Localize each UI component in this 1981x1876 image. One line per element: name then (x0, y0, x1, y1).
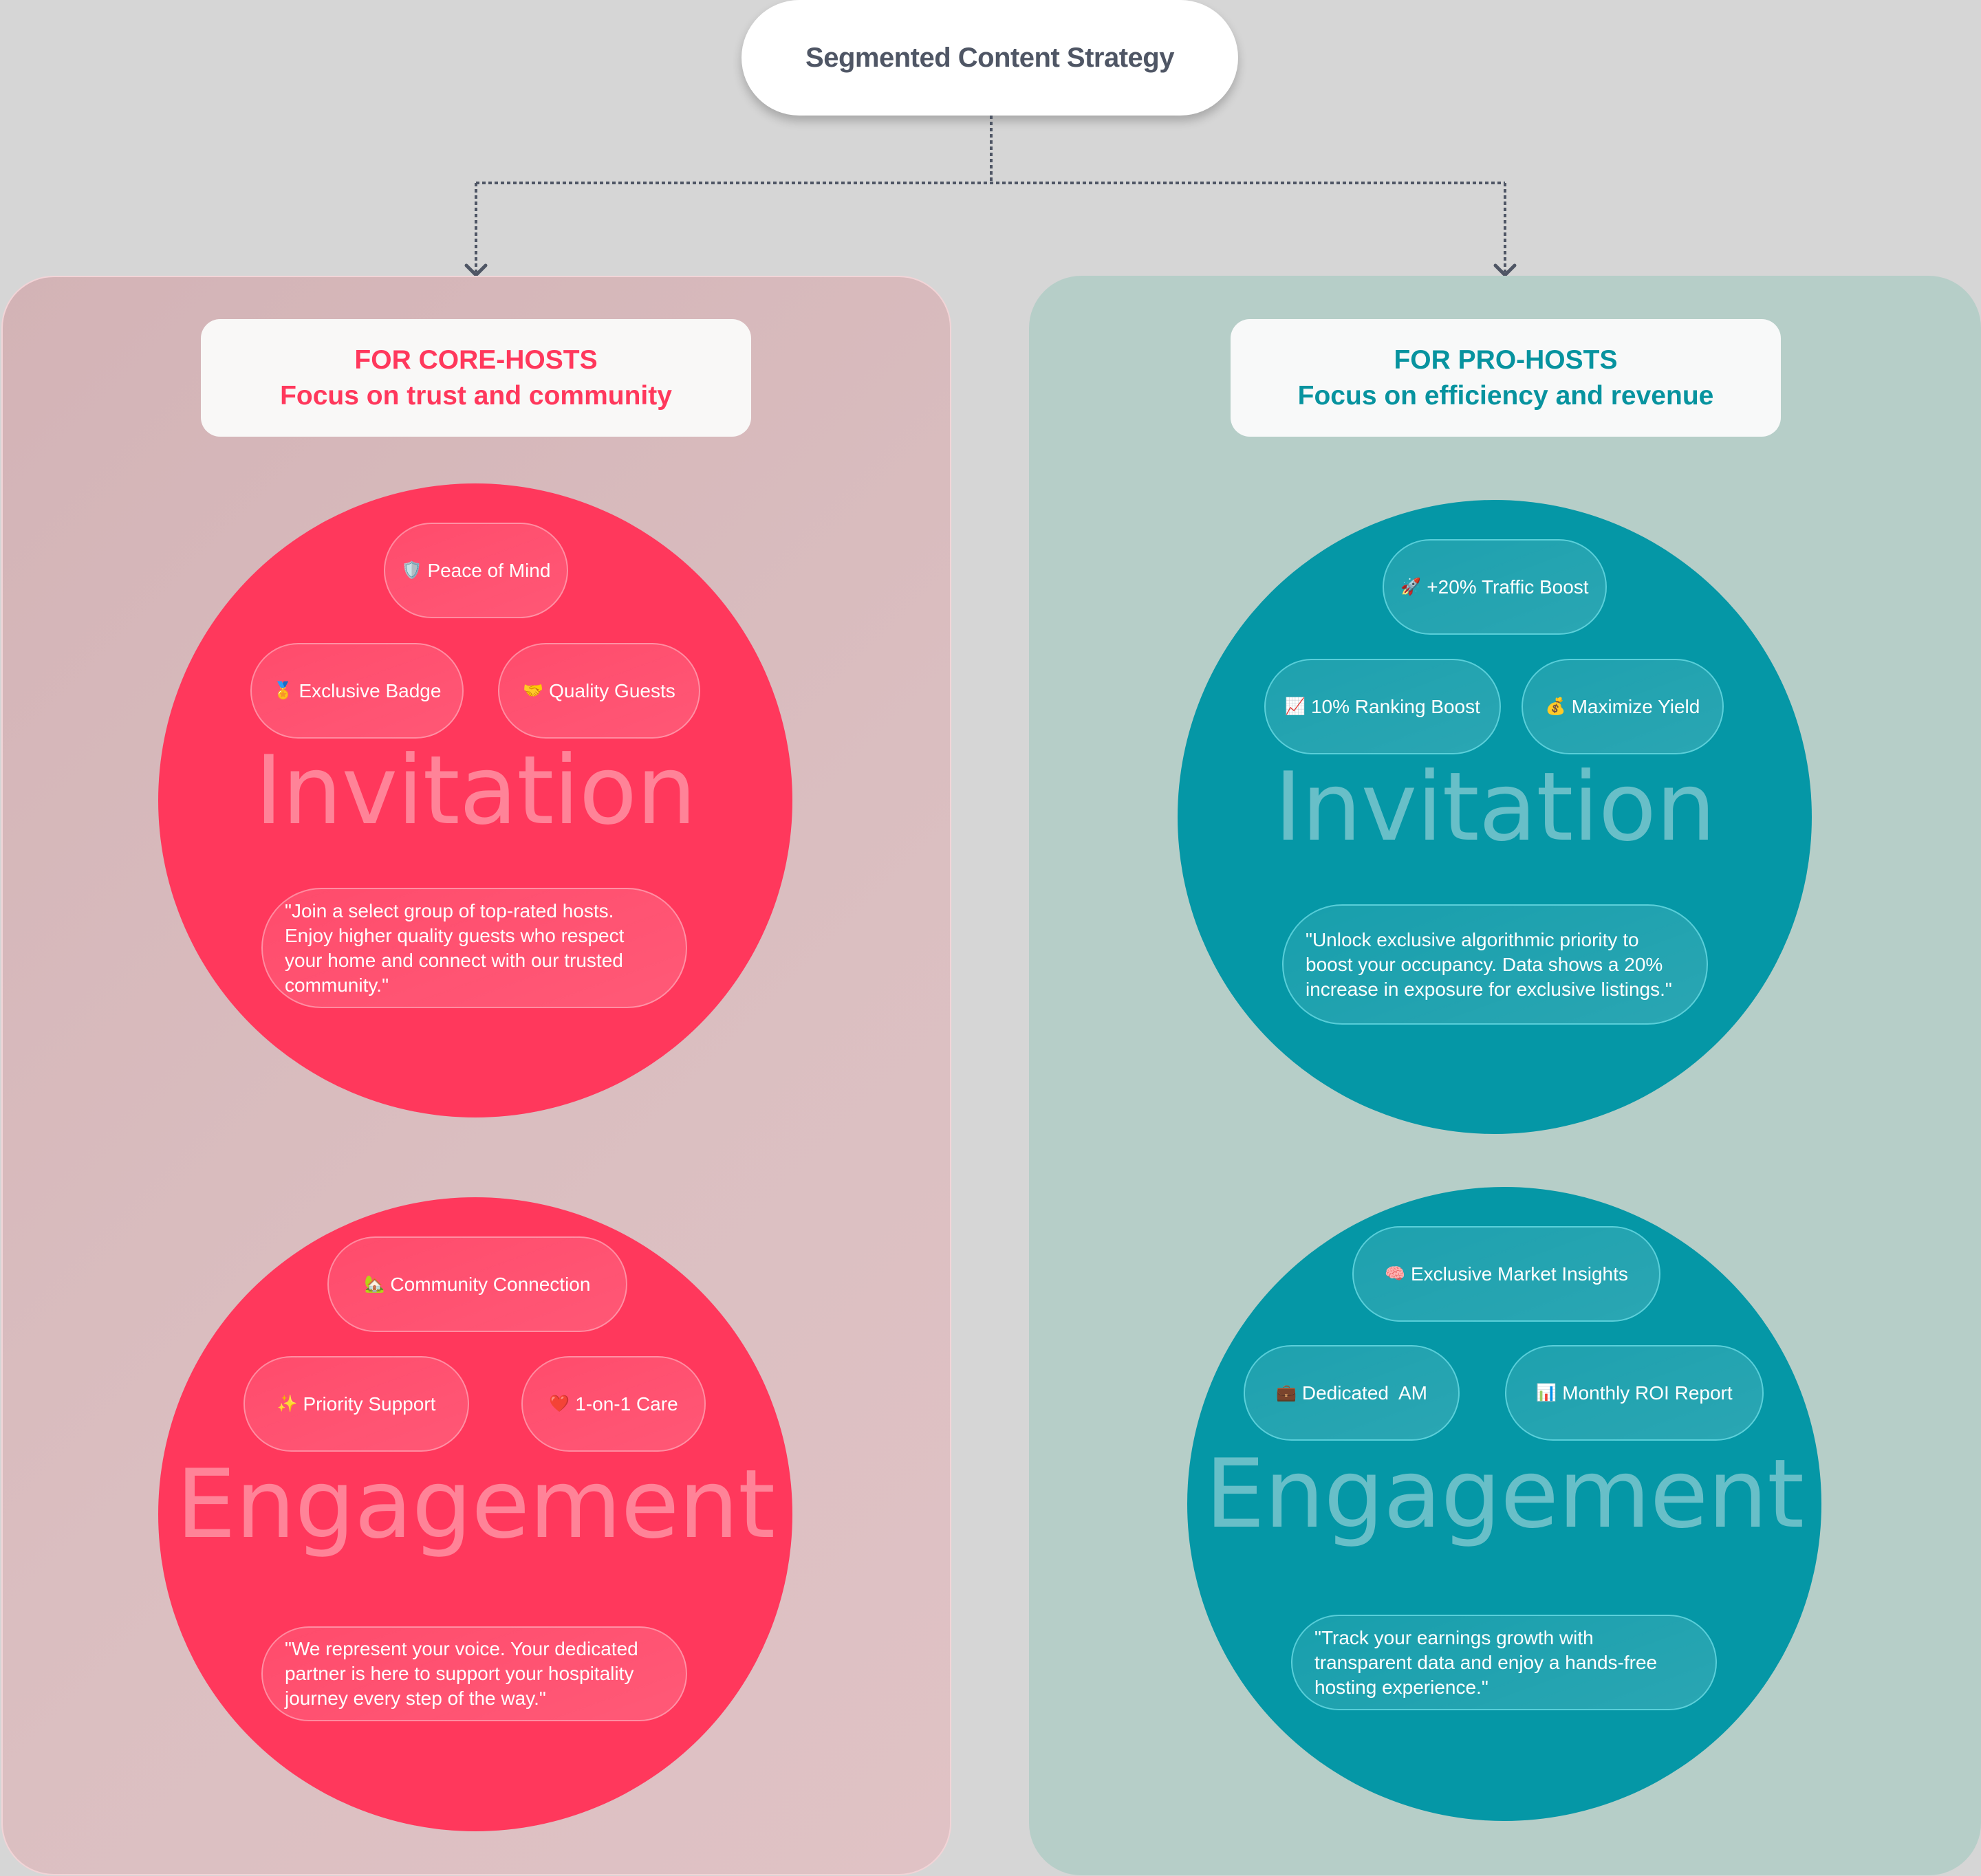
core-engagement-quote: "We represent your voice. Your dedicated… (261, 1626, 687, 1721)
core-header-subtitle: Focus on trust and community (280, 380, 672, 411)
chart-increasing-icon: 📈 (1285, 697, 1306, 716)
core-engagement-watermark: Engagement (175, 1449, 775, 1560)
quote-text: "Join a select group of top-rated hosts.… (285, 899, 625, 996)
pro-invitation-circle: Invitation (1178, 500, 1812, 1134)
pro-header-subtitle: Focus on efficiency and revenue (1297, 380, 1714, 411)
pro-hosts-header: FOR PRO-HOSTS Focus on efficiency and re… (1231, 319, 1781, 437)
pill-label: 1-on-1 Care (575, 1393, 678, 1415)
core-hosts-header: FOR CORE-HOSTS Focus on trust and commun… (201, 319, 751, 437)
rocket-icon: 🚀 (1400, 577, 1422, 596)
pill-dedicated-am: 💼 Dedicated AM (1244, 1345, 1460, 1441)
pill-ranking-boost: 📈 10% Ranking Boost (1264, 659, 1501, 754)
pill-peace-of-mind: 🛡️ Peace of Mind (384, 523, 568, 618)
pro-engagement-watermark: Engagement (1204, 1439, 1804, 1549)
pro-invitation-quote: "Unlock exclusive algorithmic priority t… (1282, 904, 1708, 1025)
pro-engagement-quote: "Track your earnings growth with transpa… (1291, 1615, 1717, 1710)
brain-icon: 🧠 (1385, 1264, 1405, 1283)
pill-exclusive-badge: 🏅 Exclusive Badge (250, 643, 464, 739)
pill-traffic-boost: 🚀 +20% Traffic Boost (1383, 539, 1607, 635)
handshake-icon: 🤝 (523, 681, 544, 700)
pill-label: Peace of Mind (427, 559, 551, 581)
shield-icon: 🛡️ (401, 560, 422, 580)
pill-monthly-roi-report: 📊 Monthly ROI Report (1505, 1345, 1764, 1441)
sparkles-icon: ✨ (277, 1394, 298, 1413)
core-invitation-circle: Invitation (158, 483, 792, 1117)
pill-label: Priority Support (303, 1393, 436, 1415)
pro-header-title: FOR PRO-HOSTS (1394, 345, 1618, 375)
core-arrow-icon (464, 263, 488, 277)
pill-maximize-yield: 💰 Maximize Yield (1522, 659, 1724, 754)
pill-label: Quality Guests (549, 679, 675, 701)
pill-label: 10% Ranking Boost (1310, 695, 1480, 717)
heart-icon: ❤️ (549, 1394, 570, 1413)
money-bag-icon: 💰 (1545, 697, 1566, 716)
quote-text: "Unlock exclusive algorithmic priority t… (1306, 928, 1672, 1000)
core-engagement-circle: Engagement (158, 1197, 792, 1831)
core-invitation-quote: "Join a select group of top-rated hosts.… (261, 888, 687, 1008)
pro-invitation-watermark: Invitation (1274, 752, 1715, 862)
pill-label: Monthly ROI Report (1562, 1382, 1733, 1404)
briefcase-icon: 💼 (1276, 1383, 1297, 1402)
pro-engagement-circle: Engagement (1187, 1187, 1821, 1821)
pro-arrow-icon (1493, 263, 1517, 277)
pill-priority-support: ✨ Priority Support (243, 1356, 469, 1452)
root-node: Segmented Content Strategy (741, 0, 1238, 116)
pill-label: Exclusive Badge (299, 679, 442, 701)
pill-1-on-1-care: ❤️ 1-on-1 Care (521, 1356, 706, 1452)
pill-market-insights: 🧠 Exclusive Market Insights (1352, 1226, 1660, 1322)
core-header-title: FOR CORE-HOSTS (354, 345, 598, 375)
medal-icon: 🏅 (272, 681, 294, 700)
pill-label: +20% Traffic Boost (1427, 576, 1589, 598)
core-invitation-watermark: Invitation (255, 735, 696, 846)
pill-label: Exclusive Market Insights (1411, 1263, 1628, 1285)
pill-quality-guests: 🤝 Quality Guests (498, 643, 700, 739)
quote-text: "We represent your voice. Your dedicated… (285, 1638, 638, 1709)
house-icon: 🏡 (364, 1274, 385, 1294)
root-title: Segmented Content Strategy (805, 42, 1174, 73)
pill-label: Maximize Yield (1571, 695, 1700, 717)
pill-community-connection: 🏡 Community Connection (327, 1236, 627, 1332)
pill-label: Dedicated AM (1301, 1382, 1427, 1404)
pill-label: Community Connection (390, 1273, 591, 1295)
quote-text: "Track your earnings growth with transpa… (1314, 1626, 1658, 1698)
bar-chart-icon: 📊 (1536, 1383, 1557, 1402)
